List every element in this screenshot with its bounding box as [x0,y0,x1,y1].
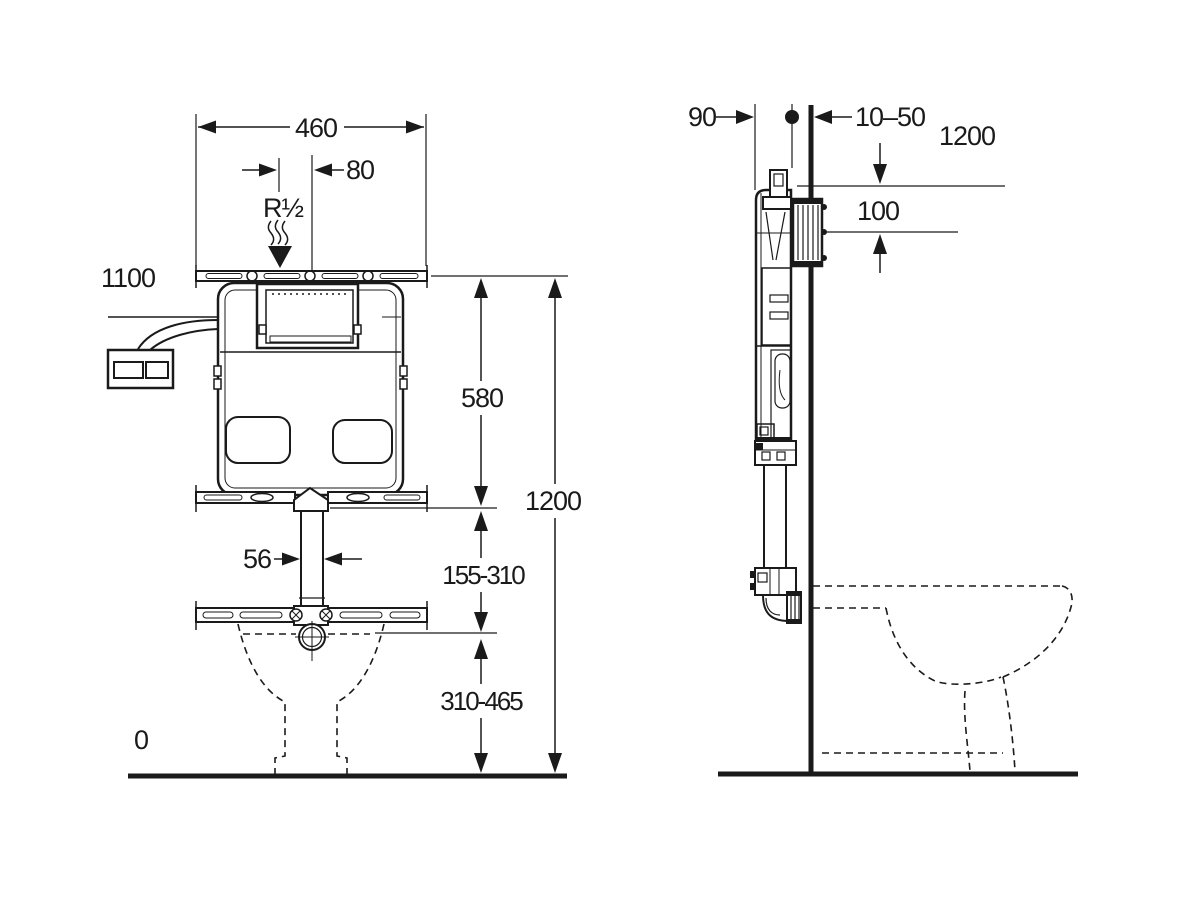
dim-label-total-width: 460 [295,113,337,143]
arrowhead-left-icon [198,120,216,134]
dim-label-outlet-range: 310-465 [440,686,523,716]
dim-total-width: 460 [195,113,427,266]
window-clip [353,324,362,335]
dim-label-opening-offset: 100 [857,196,899,226]
side-tab [213,378,222,390]
pipe-clamp-upper [754,440,797,466]
dim-bend-range: 155-310 [442,511,527,632]
water-supply-dot-icon [785,110,799,124]
recess-left [225,416,291,464]
dim-chain-front: 580 155-310 310-465 120 [330,275,582,773]
flush-button-large [113,361,144,379]
dim-label-wall-finish: 10–50 [855,102,925,132]
outlet-elbow [761,591,802,624]
level-triangle-icon [128,291,157,316]
flush-plate [106,348,175,390]
mounting-rail-top [195,265,428,288]
inspection-window [255,282,362,350]
arrowhead-down-icon [474,612,488,632]
mounting-rail-bottom [195,601,428,630]
box-screw [821,255,827,261]
rail-washer [250,492,274,503]
side-tab [399,365,408,377]
arrowhead-up-icon [873,234,887,254]
arrowhead-down-icon [873,164,887,184]
supply-arrow-down-icon [268,246,292,268]
arrowhead-right-icon [736,110,754,124]
side-tab [213,365,222,377]
dim-label-flush-pipe-width: 56 [243,544,271,574]
water-supply-flex-icon [267,219,289,246]
recess-right [332,419,393,464]
rail-washer [346,492,370,503]
arrowhead-left-icon [314,163,332,177]
flush-bend [295,621,329,661]
dim-label-element-height: 1200 [525,486,581,516]
supply-thread-label: R½ [263,193,303,223]
arrowhead-right-icon [406,120,424,134]
arrowhead-up-icon [474,511,488,531]
window-clip [258,324,267,335]
water-supply-connection: R½ [263,193,304,268]
floor-level-label: 0 [134,725,148,755]
arrowhead-right-icon [259,163,277,177]
dim-label-bend-range: 155-310 [442,560,525,590]
actuator-conduit [137,319,219,351]
toilet-pan-outline-side [813,585,1073,772]
toilet-pan-outline-front [237,623,385,775]
pipe-bracket [289,605,333,626]
flush-pipe-side [763,465,787,567]
arrowhead-down-icon [548,753,562,773]
dim-element-height: 1200 [525,278,582,773]
dim-label-cistern-height: 580 [461,383,503,413]
arrowhead-up-icon [474,639,488,659]
box-screw [821,229,827,235]
dim-opening-offset: 100 [857,143,900,273]
actuator-level-label: 1100 [101,263,155,293]
rail-screw [246,270,258,282]
element-profile [754,169,793,444]
dim-label-depth: 90 [688,102,716,132]
dim-label-supply-offset: 80 [346,155,374,185]
side-tab [399,378,408,390]
actuator-level-marker: 1100 [101,263,218,318]
dim-cistern-height: 580 [461,278,504,506]
mounting-rail-middle [195,485,428,512]
pipe-clamp-lower [750,567,797,596]
arrowhead-right-icon [282,552,300,566]
dim-supply-offset: 80 [242,155,375,270]
arrowhead-up-icon [474,278,488,298]
level-triangle-icon [950,153,984,183]
arrowhead-down-icon [474,486,488,506]
top-level-label: 1200 [939,121,995,151]
floor-level-marker: 0 [127,725,156,776]
side-view: 90 10–50 1200 100 [688,102,1078,777]
front-view: 460 80 R½ 1100 [101,113,582,779]
rail-screw [362,270,374,282]
fill-valve [762,169,792,210]
top-level-marker: 1200 [939,121,996,183]
dim-outlet-range: 310-465 [440,639,525,773]
dim-depth: 90 [688,102,754,132]
flush-button-small [145,361,169,379]
level-triangle-icon [127,752,156,776]
box-screw [821,204,827,210]
flush-pipe [299,511,325,606]
dim-flush-pipe-width: 56 [243,544,362,574]
arrowhead-left-icon [324,552,342,566]
arrowhead-up-icon [548,278,562,298]
protection-box [791,197,827,268]
arrowhead-down-icon [474,753,488,773]
dim-wall-finish: 10–50 [814,102,926,132]
rail-screw [304,270,316,282]
arrowhead-left-icon [814,110,832,124]
